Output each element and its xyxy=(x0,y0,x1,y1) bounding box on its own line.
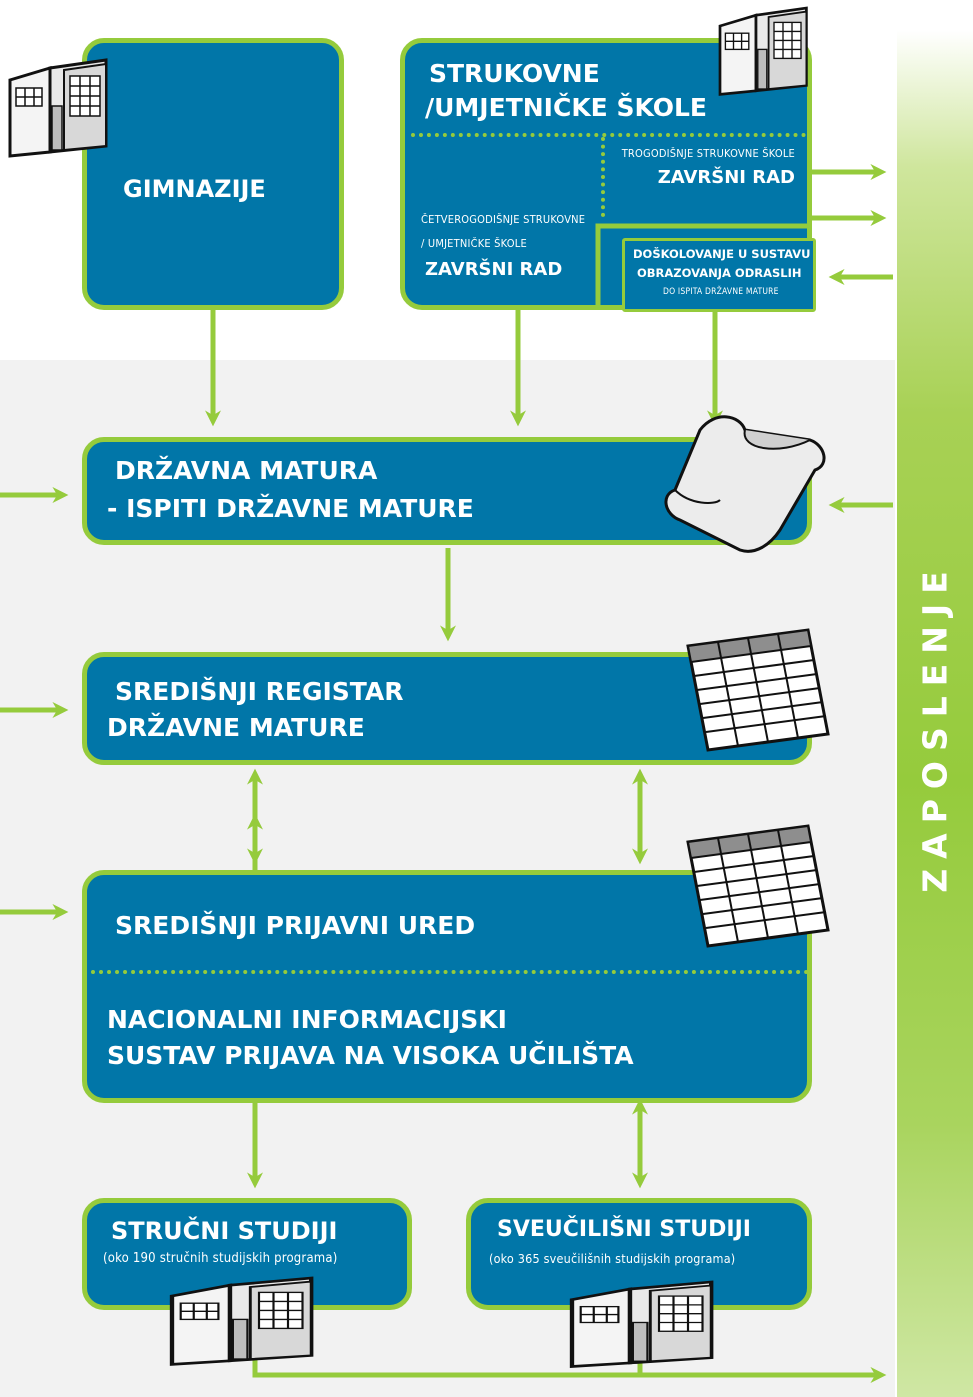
ured-title: SREDIŠNJI PRIJAVNI URED xyxy=(115,911,476,940)
sveucilisni-title: SVEUČILIŠNI STUDIJI xyxy=(497,1217,751,1242)
adult-education-box: DOŠKOLOVANJE U SUSTAVU OBRAZOVANJA ODRAS… xyxy=(622,238,816,312)
strukovne-vdivider xyxy=(601,137,605,217)
school-building-icon-sveucilisni xyxy=(572,1282,711,1366)
strucni-title: STRUČNI STUDIJI xyxy=(111,1217,338,1245)
four-year-line2: / UMJETNIČKE ŠKOLE xyxy=(421,237,527,250)
registar-box: SREDIŠNJI REGISTAR DRŽAVNE MATURE xyxy=(82,652,812,765)
strukovne-title-2: /UMJETNIČKE ŠKOLE xyxy=(425,93,707,122)
register-table-icon-1 xyxy=(686,628,830,752)
strukovne-title-1: STRUKOVNE xyxy=(429,59,600,88)
gimnazije-box: GIMNAZIJE xyxy=(82,38,344,310)
gimnazije-label: GIMNAZIJE xyxy=(123,175,266,203)
three-year-line2: ZAVRŠNI RAD xyxy=(657,167,795,188)
diploma-scroll-icon xyxy=(664,415,826,553)
school-building-icon-strucni xyxy=(172,1278,311,1364)
ured-box: SREDIŠNJI PRIJAVNI URED NACIONALNI INFOR… xyxy=(82,870,812,1103)
adult-line3: DO ISPITA DRŽAVNE MATURE xyxy=(663,287,779,297)
zaposlenje-bar xyxy=(897,30,973,1397)
matura-line1: DRŽAVNA MATURA xyxy=(115,456,378,485)
adult-line2: OBRAZOVANJA ODRASLIH xyxy=(637,266,802,280)
four-year-line1: ČETVEROGODIŠNJE STRUKOVNE xyxy=(421,213,586,226)
register-table-icon-2 xyxy=(686,824,830,948)
ured-divider xyxy=(91,970,809,974)
four-year-line3: ZAVRŠNI RAD xyxy=(425,259,563,280)
school-building-icon-strukovne xyxy=(718,6,808,96)
adult-line1: DOŠKOLOVANJE U SUSTAVU xyxy=(633,247,811,261)
registar-line2: DRŽAVNE MATURE xyxy=(107,713,365,742)
three-year-line1: TROGODIŠNJE STRUKOVNE ŠKOLE xyxy=(621,147,795,160)
strucni-subtitle: (oko 190 stručnih studijskih programa) xyxy=(103,1251,338,1266)
ured-line1: NACIONALNI INFORMACIJSKI xyxy=(107,1005,507,1034)
ured-line2: SUSTAV PRIJAVA NA VISOKA UČILIŠTA xyxy=(107,1041,634,1070)
sveucilisni-subtitle: (oko 365 sveučilišnih studijskih program… xyxy=(489,1251,736,1266)
registar-line1: SREDIŠNJI REGISTAR xyxy=(115,677,404,706)
matura-line2: - ISPITI DRŽAVNE MATURE xyxy=(107,494,474,523)
school-building-icon-gimnazije xyxy=(8,58,108,158)
strukovne-divider xyxy=(411,133,806,137)
